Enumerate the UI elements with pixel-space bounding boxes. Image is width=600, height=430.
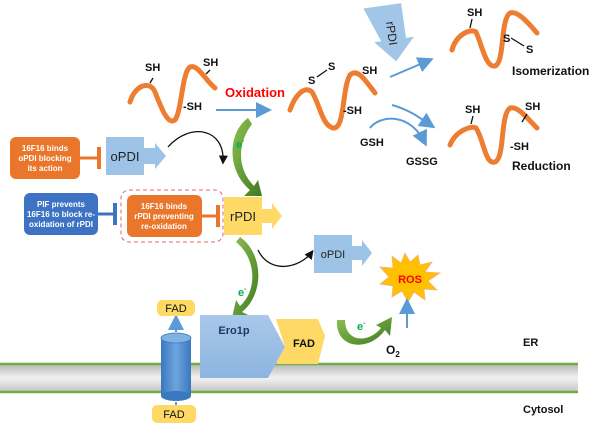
sh-label: SH bbox=[525, 101, 540, 113]
opdi-to-rpdi-curve bbox=[167, 131, 228, 165]
opdi-label: oPDI bbox=[321, 249, 345, 261]
sh-label: SH bbox=[465, 104, 480, 116]
isomerization-label: Isomerization bbox=[512, 64, 589, 78]
rpdi-label: rPDI bbox=[383, 20, 400, 46]
pif-box: PIF prevents 16F16 to block re- oxidatio… bbox=[24, 193, 117, 235]
s-label: S bbox=[526, 44, 533, 56]
fad-transporter bbox=[160, 314, 192, 408]
electron-transfer-curve bbox=[232, 118, 262, 196]
sh-label: SH bbox=[145, 62, 160, 74]
protein-oxidized: S S SH -SH bbox=[287, 61, 378, 131]
fad-cytosol-badge: FAD bbox=[152, 405, 196, 423]
gsh-arrow bbox=[369, 117, 427, 147]
svg-text:oxidation of rPDI: oxidation of rPDI bbox=[29, 220, 93, 229]
electron-label: e- bbox=[357, 320, 366, 333]
svg-text:FAD: FAD bbox=[163, 409, 184, 421]
ero1p-label: Ero1p bbox=[218, 325, 249, 337]
s-label: S bbox=[308, 75, 315, 87]
svg-text:oPDI blocking: oPDI blocking bbox=[18, 154, 71, 163]
ero1p-enzyme: Ero1p bbox=[200, 315, 285, 378]
fad-cofactor: FAD bbox=[276, 319, 325, 364]
svg-text:its action: its action bbox=[27, 164, 62, 173]
electron-label: e- bbox=[236, 138, 245, 151]
rpdi-to-opdi-curve bbox=[257, 249, 314, 268]
svg-text:16F16 binds: 16F16 binds bbox=[141, 202, 188, 211]
ros-burst: ROS bbox=[379, 252, 442, 303]
svg-text:FAD: FAD bbox=[165, 303, 186, 315]
o2-label: O2 bbox=[386, 343, 400, 359]
sh-label: -SH bbox=[183, 101, 202, 113]
isomerization-arrow bbox=[389, 57, 434, 78]
fad-label: FAD bbox=[293, 338, 315, 350]
svg-text:16F16 to block re-: 16F16 to block re- bbox=[27, 210, 95, 219]
opdi-label: oPDI bbox=[111, 149, 140, 164]
opdi-box: oPDI bbox=[106, 137, 166, 175]
svg-text:PIF prevents: PIF prevents bbox=[37, 200, 86, 209]
protein-isomerized: SH S S Isomerization bbox=[449, 7, 589, 78]
oxidation-label: Oxidation bbox=[225, 85, 285, 100]
rpdi-label: rPDI bbox=[230, 209, 256, 224]
sh-label: -SH bbox=[343, 105, 362, 117]
svg-text:rPDI preventing: rPDI preventing bbox=[134, 212, 194, 221]
svg-text:16F16 binds: 16F16 binds bbox=[22, 144, 69, 153]
sh-label: SH bbox=[467, 7, 482, 19]
inhibitor-rpdi-box: 16F16 binds rPDI preventing re-oxidation bbox=[127, 195, 220, 237]
sh-label: -SH bbox=[510, 141, 529, 153]
protein-reduction-product: SH SH -SH Reduction bbox=[447, 101, 571, 173]
sh-label: SH bbox=[362, 65, 377, 77]
er-label: ER bbox=[523, 337, 538, 349]
electron-label: e- bbox=[238, 286, 247, 299]
gsh-label: GSH bbox=[360, 137, 384, 149]
svg-text:re-oxidation: re-oxidation bbox=[141, 222, 187, 231]
rpdi-box: rPDI bbox=[224, 197, 282, 235]
electron-to-o2-curve bbox=[336, 317, 392, 345]
er-membrane bbox=[0, 362, 578, 394]
dashed-group bbox=[120, 189, 224, 243]
reduction-label: Reduction bbox=[512, 159, 571, 173]
protein-reduced: SH SH -SH bbox=[127, 57, 218, 124]
gssg-label: GSSG bbox=[406, 156, 438, 168]
ros-label: ROS bbox=[398, 274, 422, 286]
electron-transfer-curve bbox=[232, 237, 259, 318]
s-label: S bbox=[503, 33, 510, 45]
fad-er-badge: FAD bbox=[157, 300, 195, 316]
reduction-arrow bbox=[391, 104, 436, 129]
cytosol-label: Cytosol bbox=[523, 404, 563, 416]
s-label: S bbox=[328, 61, 335, 73]
rpdi-isomerization-arrow: rPDI bbox=[363, 3, 414, 62]
inhibitor-opdi-box: 16F16 binds oPDI blocking its action bbox=[10, 137, 101, 179]
opdi-box: oPDI bbox=[314, 235, 372, 273]
sh-label: SH bbox=[203, 57, 218, 69]
